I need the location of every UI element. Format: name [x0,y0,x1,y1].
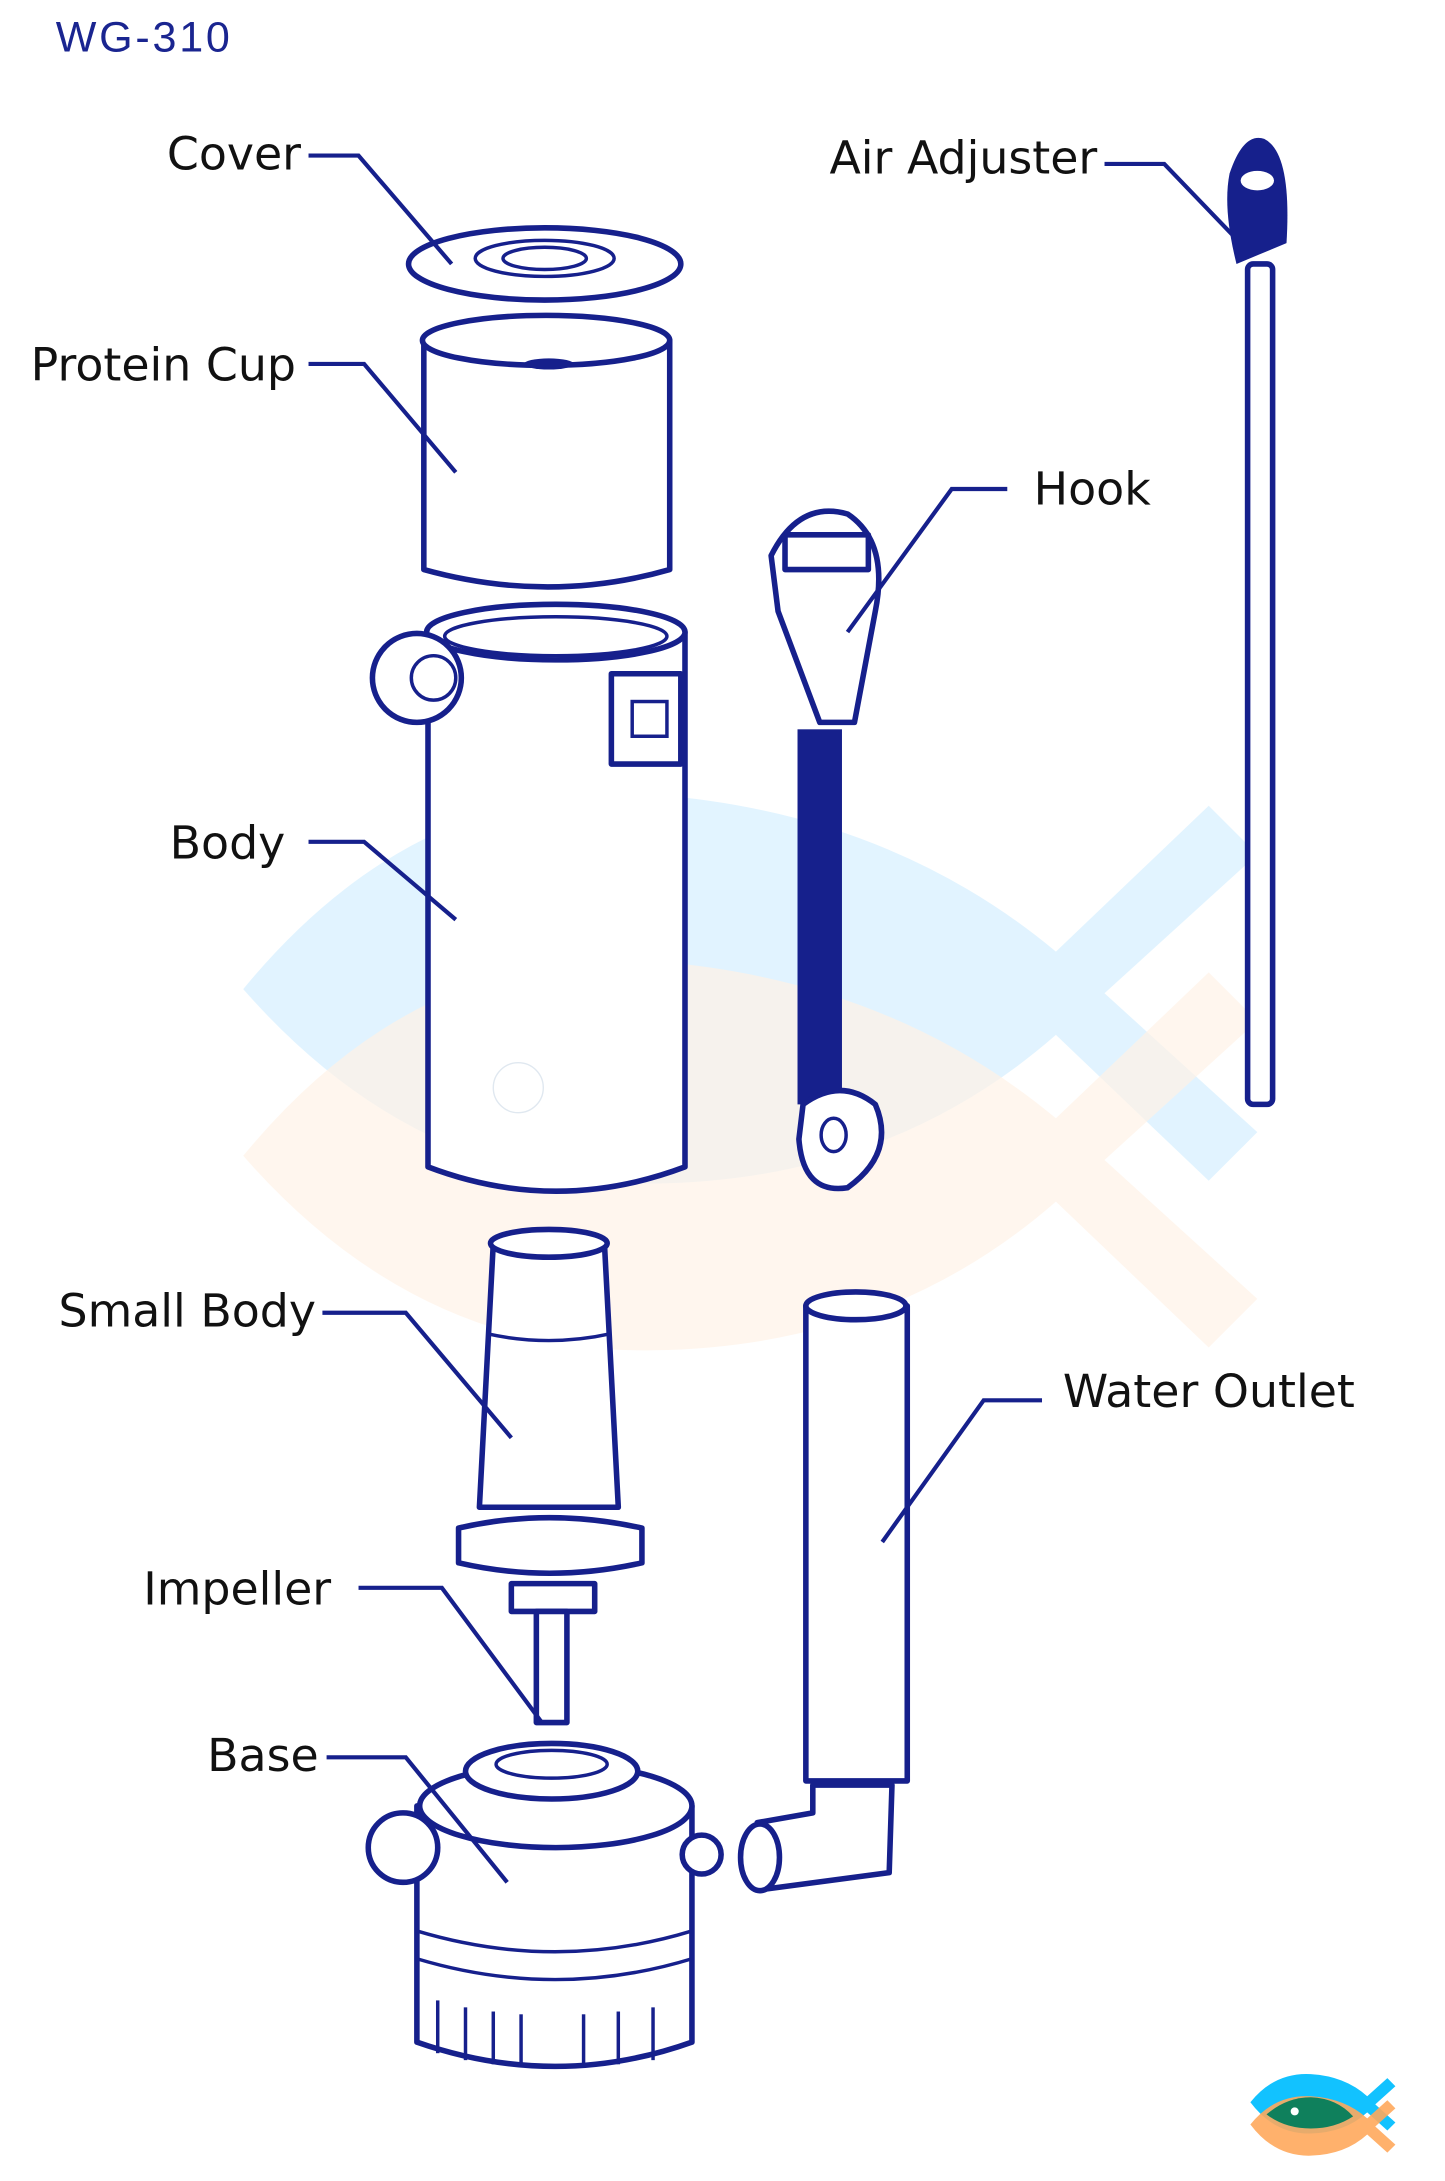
fish-watermark-icon [243,793,1258,1351]
protein-cup-part [419,312,673,590]
label-protein-cup: Protein Cup [31,338,296,392]
label-air-adjuster: Air Adjuster [829,131,1097,185]
label-small-body: Small Body [58,1284,316,1338]
label-impeller: Impeller [143,1561,331,1615]
label-base: Base [207,1728,319,1782]
hook-part [768,508,885,1192]
label-hook: Hook [1034,461,1152,515]
water-outlet-part [737,1289,911,1894]
fish-logo-icon [1250,2073,1396,2156]
body-part [369,601,688,1194]
label-water-outlet: Water Outlet [1063,1364,1355,1418]
impeller-part [508,1580,598,1726]
base-part [365,1740,724,2070]
model-title: WG-310 [56,13,233,61]
label-body: Body [170,816,286,870]
leader-lines [308,153,1236,1884]
label-cover: Cover [167,126,301,180]
small-body-part [455,1226,645,1577]
cover-part [405,225,684,303]
air-adjuster-part [1227,137,1288,1108]
